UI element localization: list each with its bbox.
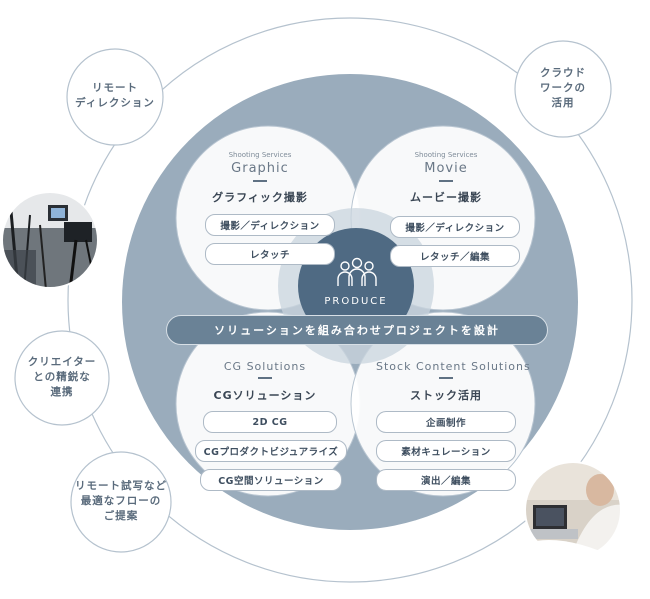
remote-direction-label: リモート ディレクション (75, 82, 155, 109)
solution-banner: ソリューションを組み合わせプロジェクトを設計 (166, 315, 548, 345)
movie-item-retouch-edit: レタッチ／編集 (390, 245, 520, 267)
creator-network-label: クリエイター との精鋭な 連携 (27, 356, 97, 398)
movie-divider (439, 180, 453, 182)
stock-item-planning: 企画制作 (376, 411, 516, 433)
cg-title-ja: CGソリューション (213, 389, 317, 402)
remote-direction-circle (66, 48, 164, 146)
graphic-title-en: Graphic (231, 161, 289, 176)
remote-proposal-circle (70, 451, 172, 553)
center-produce-label: PRODUCE (324, 296, 388, 307)
creator-network-circle (14, 330, 110, 426)
stock-divider (439, 377, 453, 379)
outer-ring (67, 17, 633, 583)
graphic-service-label: Shooting Services (228, 151, 292, 159)
stock-item-direction-edit: 演出／編集 (376, 469, 516, 491)
movie-title-en: Movie (424, 161, 468, 176)
team-people-icon (337, 257, 377, 286)
cg-item-product-visualize: CGプロダクトビジュアライズ (195, 440, 347, 462)
stock-item-curation: 素材キュレーション (376, 440, 516, 462)
cg-divider (258, 377, 272, 379)
movie-service-label: Shooting Services (414, 151, 478, 159)
cloud-work-circle (514, 40, 612, 138)
photo-remote-meeting (525, 462, 621, 558)
remote-proposal-label: リモート試写など 最適なフローの ご提案 (75, 480, 167, 522)
movie-title-ja: ムービー撮影 (410, 191, 482, 204)
cg-title-en: CG Solutions (223, 360, 307, 373)
photo-studio-equipment (2, 192, 98, 288)
stock-title-ja: ストック活用 (410, 389, 482, 402)
graphic-title-ja: グラフィック撮影 (212, 191, 308, 204)
movie-item-direction: 撮影／ディレクション (390, 216, 520, 238)
graphic-item-direction: 撮影／ディレクション (205, 214, 335, 236)
cg-item-space-solution: CG空間ソリューション (200, 469, 342, 491)
cg-item-2d: 2D CG (203, 411, 337, 433)
graphic-item-retouch: レタッチ (205, 243, 335, 265)
stock-title-en: Stock Content Solutions (376, 360, 531, 373)
graphic-divider (253, 180, 267, 182)
cloud-work-label: クラウド ワークの 活用 (540, 67, 586, 109)
